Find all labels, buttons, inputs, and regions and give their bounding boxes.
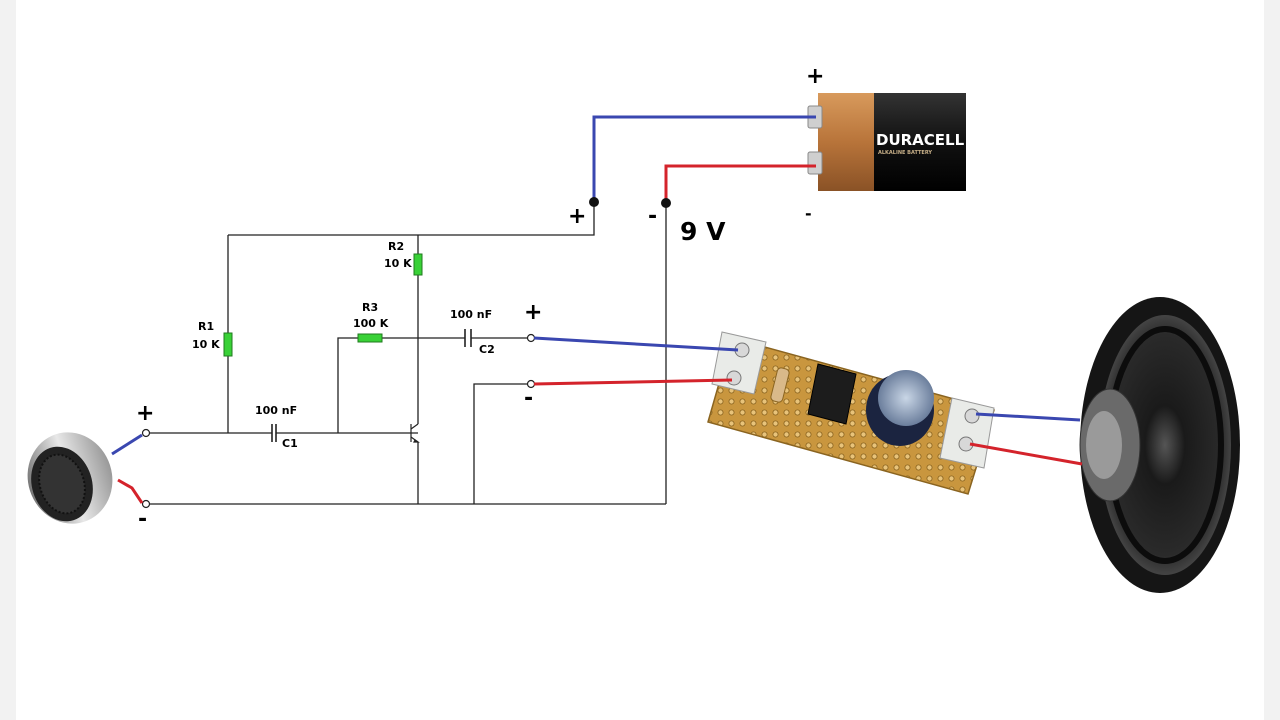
speaker-negative-wire	[969, 442, 1083, 466]
speaker-positive-wire	[975, 412, 1081, 422]
resistor-r1	[223, 332, 233, 357]
r2-name: R2	[388, 240, 404, 253]
c2-value: 100 nF	[450, 308, 492, 321]
battery-negative-wire	[664, 164, 816, 205]
output-negative-wire	[533, 378, 733, 386]
r1-name: R1	[198, 320, 214, 333]
battery-copper-section	[818, 93, 876, 191]
electret-microphone	[27, 432, 113, 524]
r1-value: 10 K	[192, 338, 220, 351]
capacitor-c2	[464, 329, 472, 347]
battery-black-section	[874, 93, 966, 191]
loudspeaker	[1079, 297, 1240, 593]
top-rail-wire	[228, 203, 595, 236]
battery-subtext: ALKALINE BATTERY	[878, 150, 932, 156]
supply-minus-label: -	[648, 204, 657, 229]
battery-plus-node	[589, 197, 599, 207]
pcb-resistor	[770, 367, 790, 403]
output-minus-wire	[473, 383, 528, 504]
speaker-cone	[1099, 315, 1231, 575]
r3-left-lead	[337, 337, 358, 433]
battery-brand: DURACELL	[876, 131, 965, 149]
r3-name: R3	[362, 301, 378, 314]
resistor-r2	[413, 253, 423, 276]
output-positive-wire	[533, 336, 739, 352]
battery-minus-node	[661, 198, 671, 208]
mic-minus-terminal	[141, 499, 151, 509]
resistor-r3	[357, 333, 383, 343]
left-margin	[0, 0, 16, 720]
capacitor-c1	[271, 424, 277, 442]
r3-value: 100 K	[353, 317, 389, 330]
mic-positive-wire	[111, 433, 143, 456]
output-plus-terminal	[526, 333, 536, 343]
output-screw-1	[964, 408, 980, 424]
input-terminal-block	[711, 331, 767, 395]
c2-name: C2	[479, 343, 495, 356]
supply-plus-label: +	[568, 204, 586, 229]
circuit-wiring	[148, 203, 667, 505]
output-minus-label: -	[524, 386, 533, 411]
mic-negative-wire	[117, 478, 144, 504]
output-plus-label: +	[524, 300, 542, 325]
battery-plus-label: +	[806, 64, 824, 89]
c1-value: 100 nF	[255, 404, 297, 417]
battery-9v: DURACELL ALKALINE BATTERY	[807, 93, 966, 191]
transistor	[410, 423, 420, 443]
speaker-magnet-cap	[1086, 411, 1122, 479]
mic-plus-label: +	[136, 401, 154, 426]
r2-value: 10 K	[384, 257, 412, 270]
ic-chip	[807, 363, 857, 425]
amplifier-module	[707, 331, 995, 495]
battery-minus-label: -	[805, 204, 812, 223]
battery-positive-wire	[592, 115, 816, 203]
electrolytic-capacitor-top	[878, 370, 934, 426]
microphone-mesh-texture	[38, 453, 86, 515]
mic-minus-label: -	[138, 507, 147, 532]
input-screw-2	[726, 370, 742, 386]
right-margin	[1264, 0, 1280, 720]
mic-plus-terminal	[141, 428, 151, 438]
c1-name: C1	[282, 437, 298, 450]
voltage-label: 9 V	[680, 217, 726, 246]
battery-minus-post	[807, 151, 823, 175]
